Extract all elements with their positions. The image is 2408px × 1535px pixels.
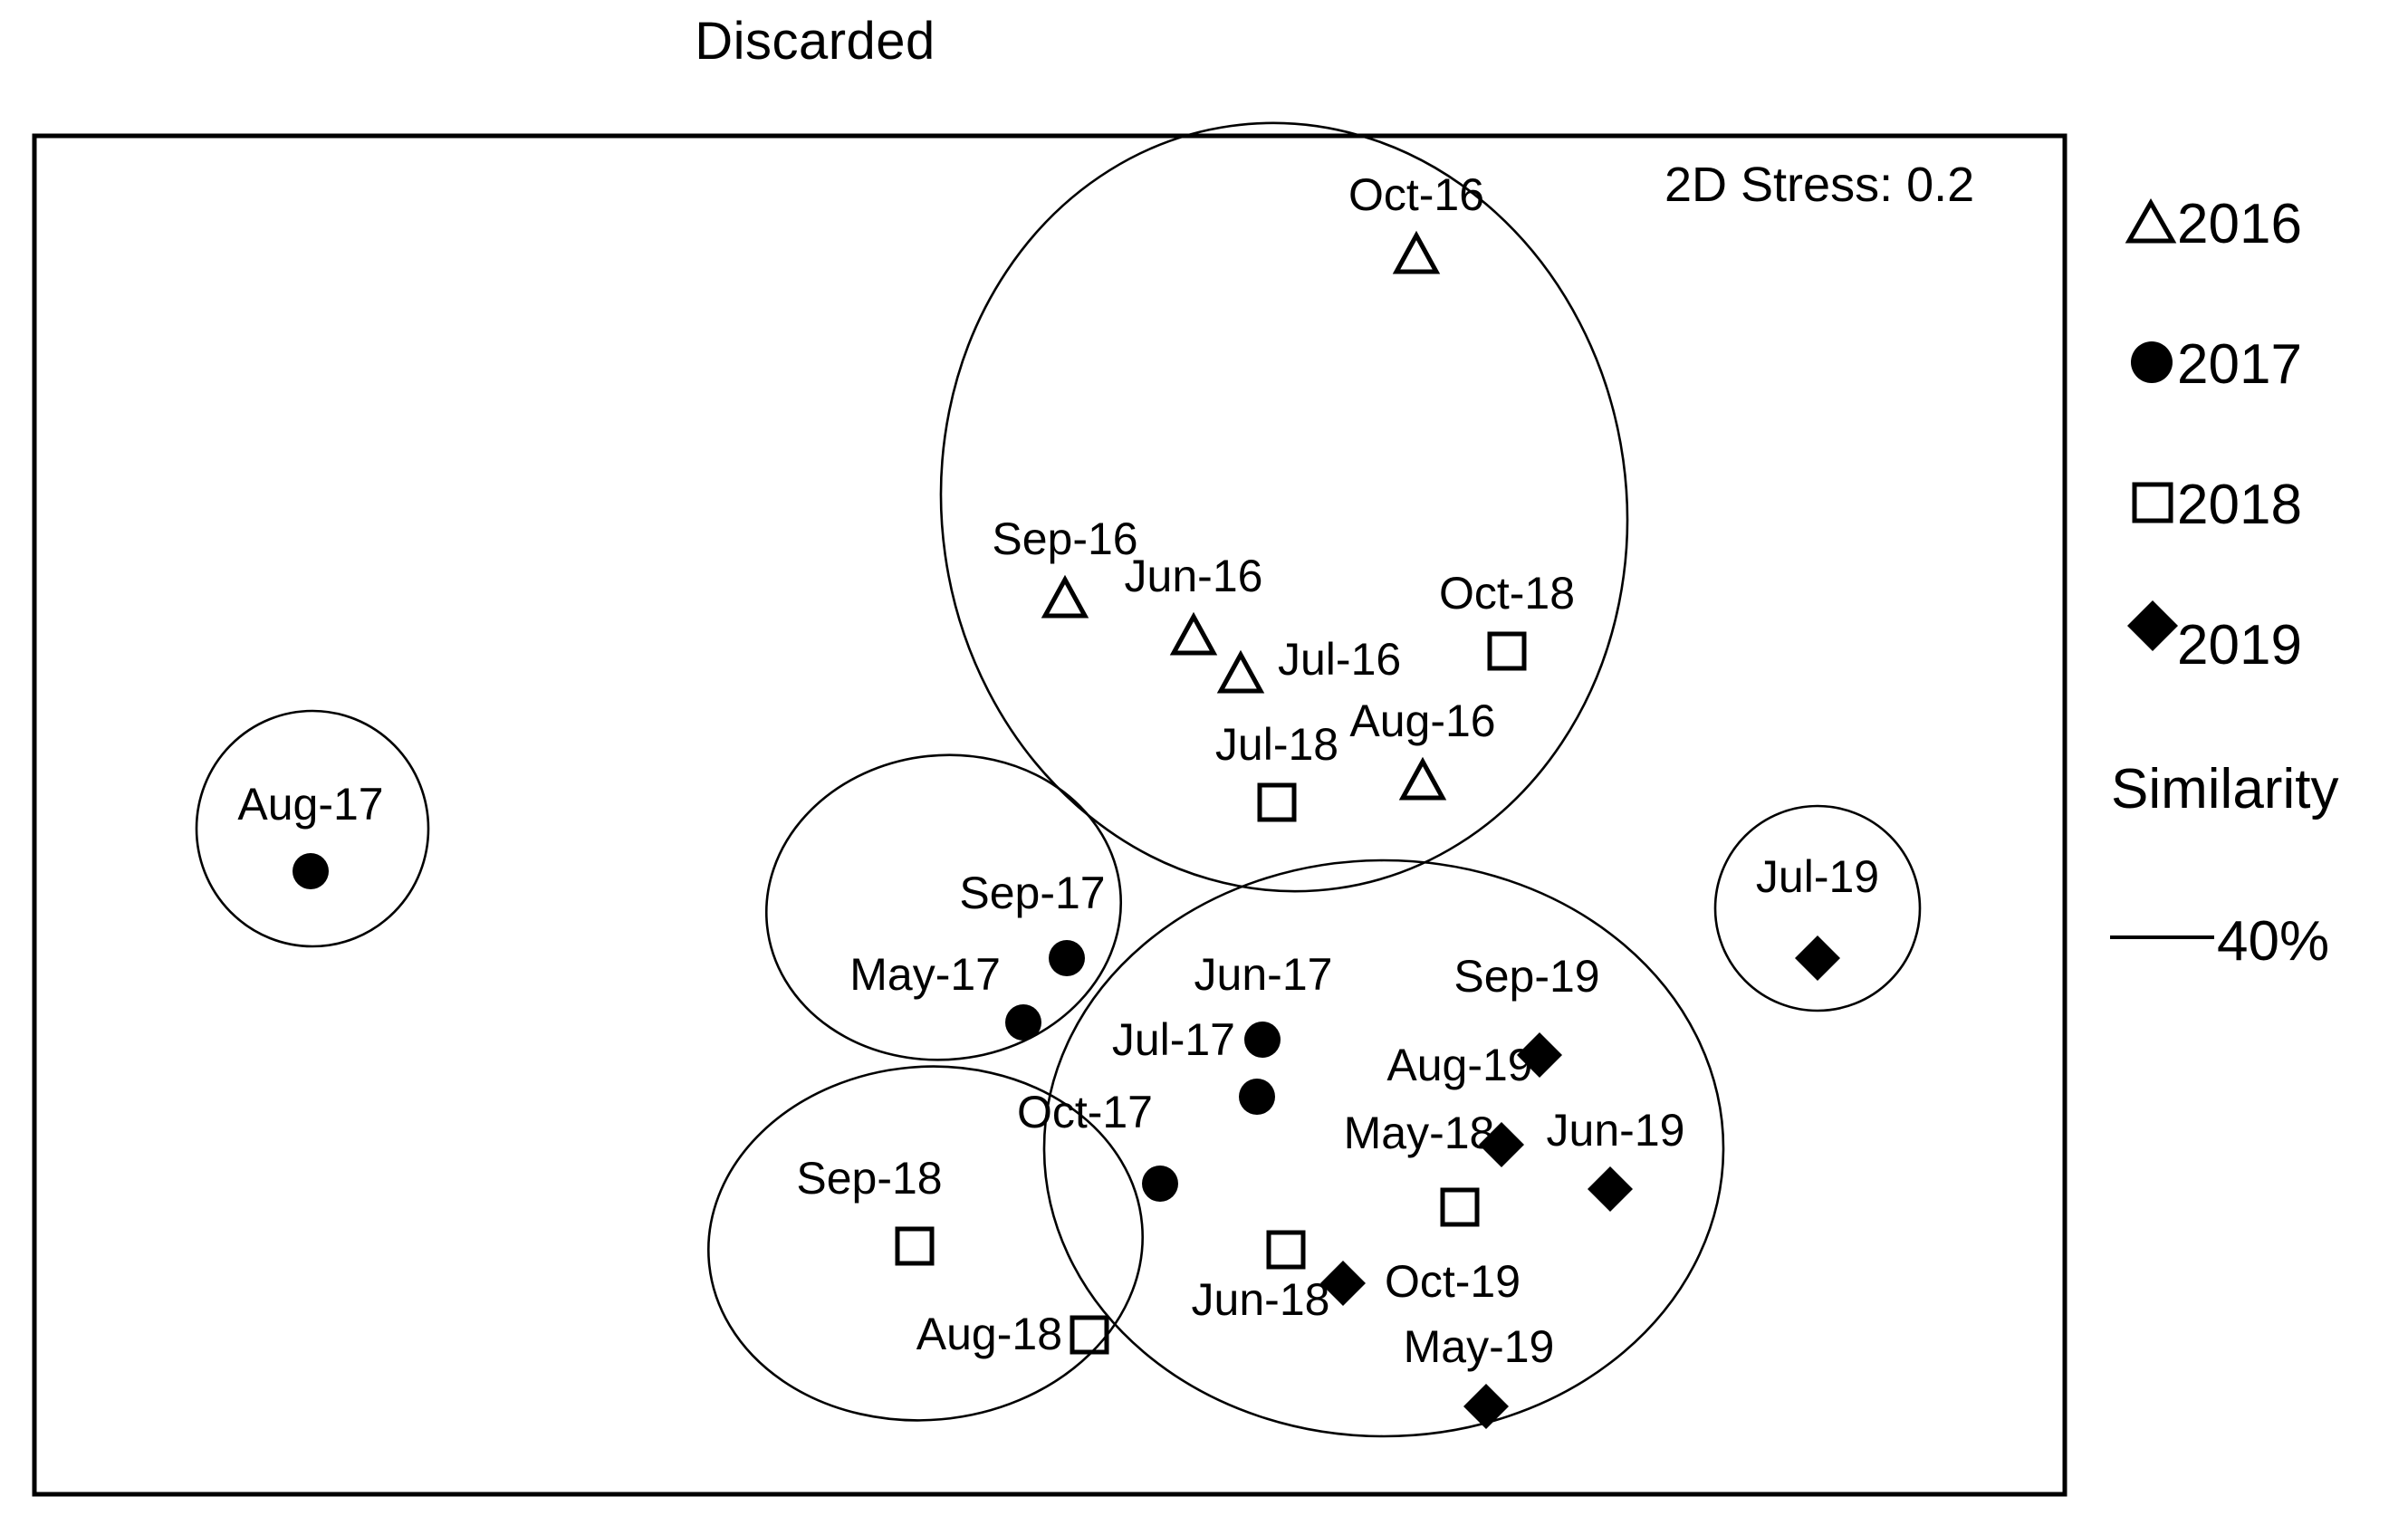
- marker-sep19-diamond[interactable]: [1517, 1032, 1562, 1078]
- marker-oct18-square[interactable]: [1487, 631, 1527, 671]
- label-sep19: Sep-19: [1453, 951, 1599, 1002]
- circle-filled-icon: [2131, 341, 2173, 383]
- label-aug18: Aug-18: [916, 1309, 1062, 1359]
- marker-jun19-diamond[interactable]: [1588, 1166, 1633, 1212]
- marker-aug17-circle[interactable]: [293, 853, 329, 889]
- cluster-outline-aug17: [195, 709, 430, 948]
- label-may17: May-17: [849, 949, 1001, 1000]
- marker-may19-diamond[interactable]: [1463, 1384, 1509, 1429]
- label-oct16: Oct-16: [1348, 169, 1484, 220]
- label-aug16: Aug-16: [1349, 696, 1495, 746]
- legend-item-2017[interactable]: 2017: [2131, 333, 2302, 396]
- label-aug17: Aug-17: [237, 779, 383, 830]
- legend-item-2019[interactable]: 2019: [2127, 600, 2302, 676]
- legend-label-2016: 2016: [2177, 193, 2302, 255]
- marker-jul16-triangle[interactable]: [1216, 649, 1265, 694]
- stress-annotation: 2D Stress: 0.2: [1664, 158, 1974, 212]
- marker-may18-square[interactable]: [1440, 1187, 1480, 1227]
- diamond-filled-icon: [2127, 600, 2178, 651]
- label-jul18: Jul-18: [1215, 719, 1338, 770]
- marker-jun18-square[interactable]: [1266, 1230, 1306, 1270]
- cluster-outline-jul19: [1713, 804, 1922, 1012]
- marker-oct19-diamond[interactable]: [1320, 1261, 1366, 1306]
- label-aug19: Aug-19: [1386, 1040, 1532, 1090]
- label-may18: May-18: [1344, 1108, 1495, 1158]
- legend-label-2019: 2019: [2177, 614, 2302, 676]
- cluster-outline-2018: [707, 1065, 1144, 1422]
- label-jun16: Jun-16: [1125, 551, 1263, 601]
- legend-label-2018: 2018: [2177, 474, 2302, 536]
- marker-aug16-triangle[interactable]: [1398, 756, 1447, 801]
- cluster-outline-sep17-may17: [764, 753, 1123, 1061]
- marker-may17-circle[interactable]: [1005, 1004, 1041, 1041]
- legend: 2016 2017 2018 2019 Similarity 4: [2110, 193, 2338, 973]
- label-sep17: Sep-17: [959, 868, 1105, 918]
- label-jul19: Jul-19: [1756, 851, 1879, 902]
- marker-aug19-diamond[interactable]: [1479, 1122, 1524, 1167]
- page-title: Discarded: [695, 12, 935, 71]
- plot-frame: [32, 133, 2067, 1497]
- marker-aug18-square[interactable]: [1070, 1315, 1109, 1355]
- legend-item-2018[interactable]: 2018: [2132, 474, 2302, 536]
- label-sep18: Sep-18: [796, 1153, 942, 1204]
- marker-oct17-circle[interactable]: [1142, 1166, 1178, 1202]
- marker-sep17-circle[interactable]: [1049, 940, 1085, 976]
- label-jun17: Jun-17: [1194, 949, 1333, 1000]
- label-jul17: Jul-17: [1112, 1014, 1235, 1065]
- legend-item-2016[interactable]: 2016: [2125, 193, 2302, 255]
- label-oct18: Oct-18: [1439, 568, 1575, 619]
- label-sep16: Sep-16: [992, 513, 1137, 564]
- cluster-outline-2019-mixed: [1042, 859, 1725, 1438]
- cluster-outline-2016: [939, 121, 1629, 893]
- marker-jul19-diamond[interactable]: [1795, 935, 1840, 981]
- square-open-icon: [2132, 482, 2173, 523]
- marker-jun16-triangle[interactable]: [1169, 611, 1218, 656]
- marker-jul18-square[interactable]: [1257, 782, 1297, 822]
- label-jul16: Jul-16: [1278, 634, 1401, 685]
- marker-jul17-circle[interactable]: [1239, 1079, 1275, 1115]
- marker-jun17-circle[interactable]: [1244, 1022, 1281, 1058]
- label-jun18: Jun-18: [1192, 1274, 1330, 1325]
- label-oct17: Oct-17: [1017, 1087, 1153, 1137]
- legend-similarity-title: Similarity: [2111, 758, 2338, 820]
- triangle-open-icon: [2125, 197, 2177, 244]
- legend-label-2017: 2017: [2177, 333, 2302, 396]
- marker-sep18-square[interactable]: [895, 1226, 935, 1266]
- marker-sep16-triangle[interactable]: [1041, 574, 1089, 619]
- label-jun19: Jun-19: [1547, 1105, 1685, 1156]
- legend-similarity-value: 40%: [2217, 910, 2329, 973]
- label-oct19: Oct-19: [1385, 1256, 1521, 1307]
- marker-oct16-triangle[interactable]: [1392, 230, 1441, 274]
- label-may19: May-19: [1404, 1321, 1555, 1372]
